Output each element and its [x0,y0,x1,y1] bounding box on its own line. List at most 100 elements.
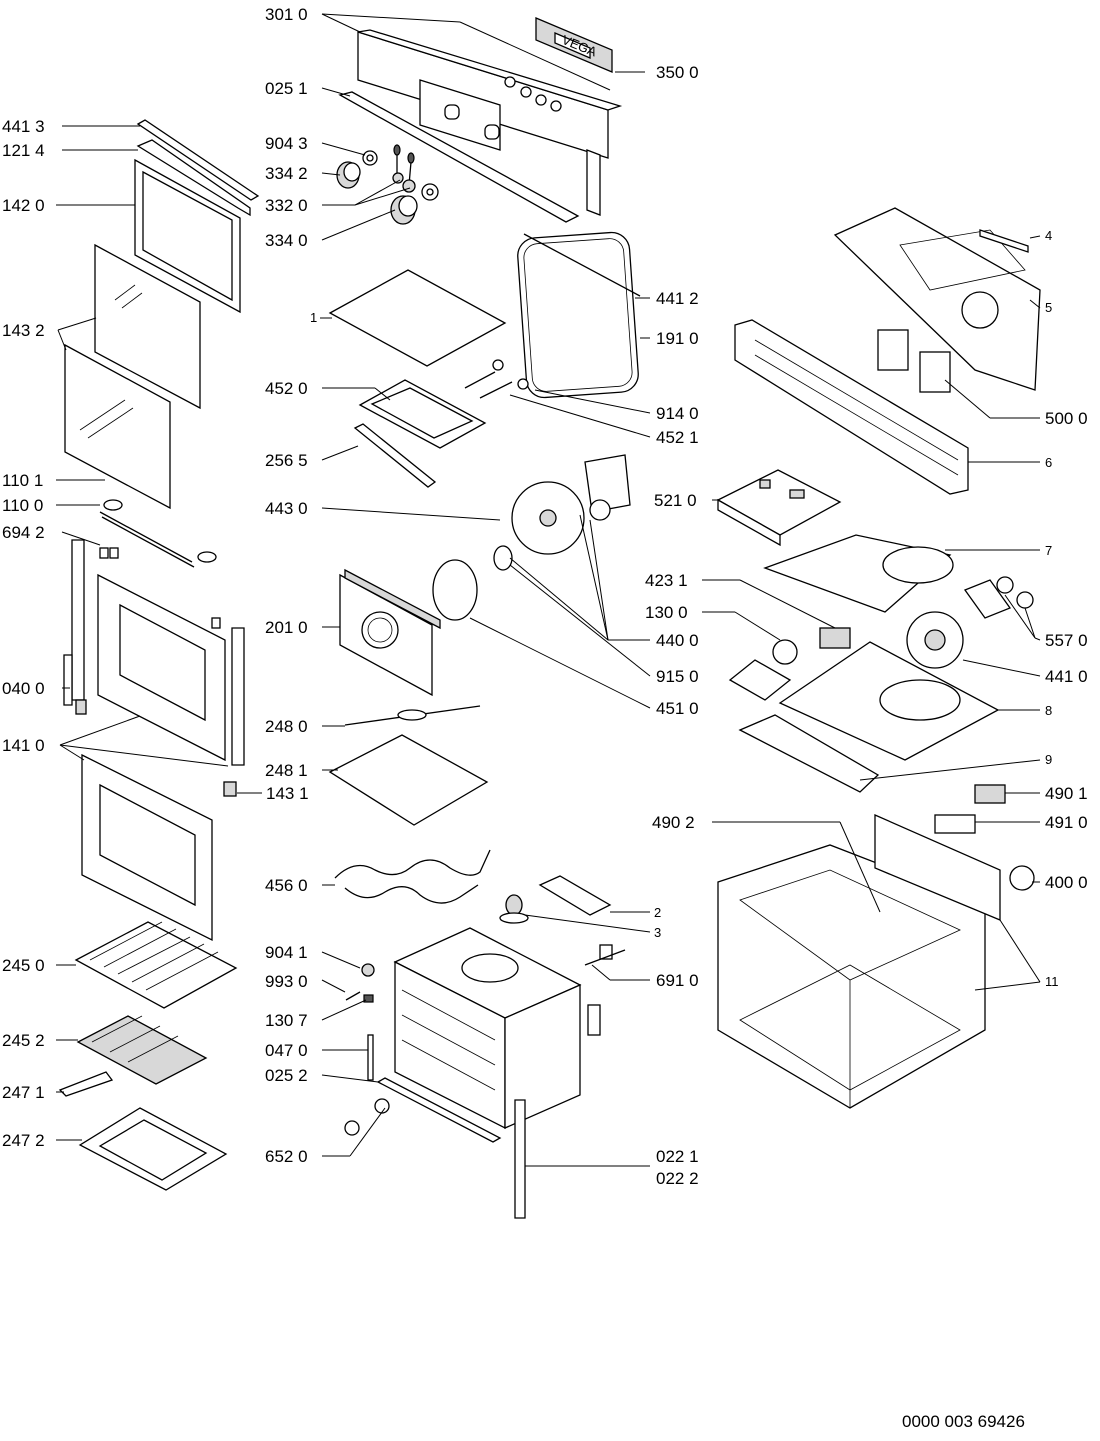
label-334-0: 334 0 [265,231,308,250]
front-deflector-part [738,714,880,793]
label-121-4: 121 4 [2,141,45,160]
label-441-0: 441 0 [1045,667,1088,686]
logo-plate-part: VEGA [535,17,613,73]
tray-handle-part [58,1071,114,1097]
label-247-1: 247 1 [2,1083,45,1102]
label-452-0: 452 0 [265,379,308,398]
upper-rail-part [338,91,580,223]
label-691-0: 691 0 [656,971,699,990]
label-491-0: 491 0 [1045,813,1088,832]
label-201-0: 201 0 [265,618,308,637]
label-11: 11 [1045,974,1059,989]
label-652-0: 652 0 [265,1147,308,1166]
label-025-2: 025 2 [265,1066,308,1085]
label-248-0: 248 0 [265,717,308,736]
label-904-1: 904 1 [265,943,308,962]
outer-door-assembly-part [63,539,245,942]
label-256-5: 256 5 [265,451,308,470]
label-143-2: 143 2 [2,321,45,340]
oven-seal-part [517,231,641,399]
oven-feet-part [344,1098,390,1136]
label-490-1: 490 1 [1045,784,1088,803]
baking-tray-part [78,1107,228,1191]
temperature-sensor-part [344,705,481,726]
label-142-0: 142 0 [2,196,45,215]
label-7: 7 [1045,543,1052,558]
label-247-2: 247 2 [2,1131,45,1150]
knobs-part [336,144,439,225]
grill-rack-part [76,1015,208,1085]
label-110-0: 110 0 [2,496,43,515]
label-904-3: 904 3 [265,134,308,153]
insulation-mat-part [328,734,489,826]
label-025-1: 025 1 [265,79,308,98]
label-047-0: 047 0 [265,1041,308,1060]
label-191-0: 191 0 [656,329,699,348]
fan-motor-part [1009,865,1035,891]
thermostat-lamp-part [728,627,851,701]
label-915-0: 915 0 [656,667,699,686]
label-130-0: 130 0 [645,603,688,622]
control-board-part [716,469,842,547]
label-301-0: 301 0 [265,5,308,24]
label-441-3: 441 3 [2,117,45,136]
leader-lines [56,13,1041,1167]
label-456-0: 456 0 [265,876,308,895]
label-040-0: 040 0 [2,679,45,698]
label-557-0: 557 0 [1045,631,1088,650]
label-2: 2 [654,905,661,920]
label-350-0: 350 0 [656,63,699,82]
label-452-1: 452 1 [656,428,699,447]
small-fittings-part [345,963,375,1003]
door-top-trim-part [136,119,260,217]
rear-fan-cover-part [339,568,441,697]
label-451-0: 451 0 [656,699,699,718]
rear-panel-frame-part [734,319,969,495]
label-4: 4 [1045,228,1052,243]
label-914-0: 914 0 [656,404,699,423]
label-443-0: 443 0 [265,499,308,518]
lower-element-part [334,849,491,904]
label-490-2: 490 2 [652,813,695,832]
label-694-2: 694 2 [2,523,45,542]
inner-door-frame-part [134,158,241,314]
outer-housing-part [717,814,1001,1109]
hinge-bar-part [99,499,217,568]
label-400-0: 400 0 [1045,873,1088,892]
label-334-2: 334 2 [265,164,308,183]
label-248-1: 248 1 [265,761,308,780]
label-245-0: 245 0 [2,956,45,975]
glass-panels-part [64,243,201,510]
part-drawings: VEGA [58,17,1041,1219]
label-022-1: 022 1 [656,1147,699,1166]
document-number: 0000 003 69426 [902,1412,1025,1431]
lamp-parts [499,875,612,924]
top-plate-part [328,269,507,367]
label-332-0: 332 0 [265,196,308,215]
wire-shelf-part [74,921,238,1009]
label-130-7: 130 7 [265,1011,308,1030]
label-993-0: 993 0 [265,972,308,991]
label-423-1: 423 1 [645,571,688,590]
label-143-1: 143 1 [266,784,309,803]
fan-duct-plate-part [763,534,954,613]
label-6: 6 [1045,455,1052,470]
label-521-0: 521 0 [654,491,697,510]
label-022-2: 022 2 [656,1169,699,1188]
label-3: 3 [654,925,661,940]
grill-element-part [358,359,529,449]
label-9: 9 [1045,752,1052,767]
safety-thermostats-part [963,576,1034,619]
part-labels: 301 0 025 1 441 3 121 4 904 3 334 2 332 … [2,5,1088,1188]
label-5: 5 [1045,300,1052,315]
ring-element-part [432,559,478,621]
door-hinge-bracket-part [584,944,626,966]
heater-strip-part [353,423,437,488]
control-panel-part [357,29,623,216]
label-1: 1 [310,310,317,325]
rear-cover-part [833,207,1041,391]
label-441-2: 441 2 [656,289,699,308]
lower-rail-part [376,1077,502,1143]
side-rail-part [514,1099,526,1219]
